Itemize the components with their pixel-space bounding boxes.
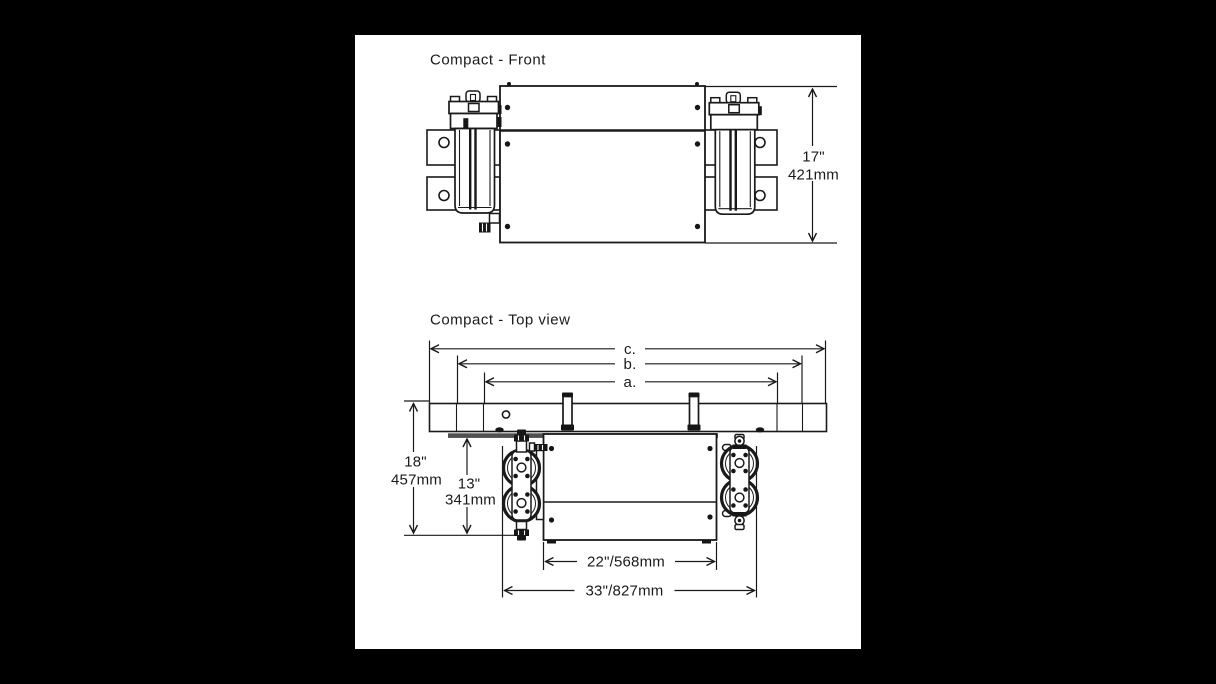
front-right-prefilter [463,91,762,216]
screw-dot [504,104,511,111]
screw-dot [707,514,713,520]
pump-bottom-bolt [732,512,747,531]
span-label-c: c. [624,341,636,358]
dim-span-c: c. [428,340,827,404]
dim-13-mm: 341mm [445,492,496,509]
front-view: Compact - Front [426,52,840,244]
screw-dot [694,141,701,147]
pump-inlet-barb [514,429,529,453]
dim-33-label: 33"/827mm [586,583,664,600]
dim-13-inches: 13" [458,476,481,493]
dim-width-22in: 22"/568mm [542,542,718,571]
left-pump [501,429,548,541]
rail-port-1 [561,392,574,431]
front-view-title: Compact - Front [430,52,546,69]
top-view-title: Compact - Top view [430,312,570,329]
dim-span-b: b. [456,355,803,404]
dim-depth-13in: 13" 341mm [445,439,496,533]
dim-17-inches: 17" [802,149,825,166]
span-label-a: a. [624,374,637,391]
dim-width-33in: 33"/827mm [501,446,758,600]
screw-dot [548,517,555,523]
dim-depth-18in: 18" 457mm [391,400,514,536]
pump-elbow-barb [528,442,548,452]
screw-dot [548,445,555,452]
span-label-b: b. [624,356,637,373]
rail-port-2 [687,392,701,431]
right-pump [719,433,760,531]
dim-22-label: 22"/568mm [587,554,665,571]
front-cabinet [479,82,706,244]
pump-outlet-barb [514,520,529,541]
screw-dot [707,445,713,452]
screw-dot [504,141,511,147]
membrane-rail [428,402,828,433]
dim-span-a: a. [483,372,779,404]
screw-dot [504,223,511,230]
pump-top-bolt [732,433,747,449]
screw-dot [694,104,701,111]
front-left-prefilter [448,90,502,214]
dim-18-mm: 457mm [391,472,442,489]
dim-17-mm: 421mm [788,167,839,184]
dim-height-17in: 17" 421mm [705,85,840,244]
top-cabinet [542,433,718,544]
screw-dot [694,223,701,230]
dim-18-inches: 18" [404,454,427,471]
drain-fitting [479,212,501,233]
top-view: Compact - Top view [391,312,828,600]
